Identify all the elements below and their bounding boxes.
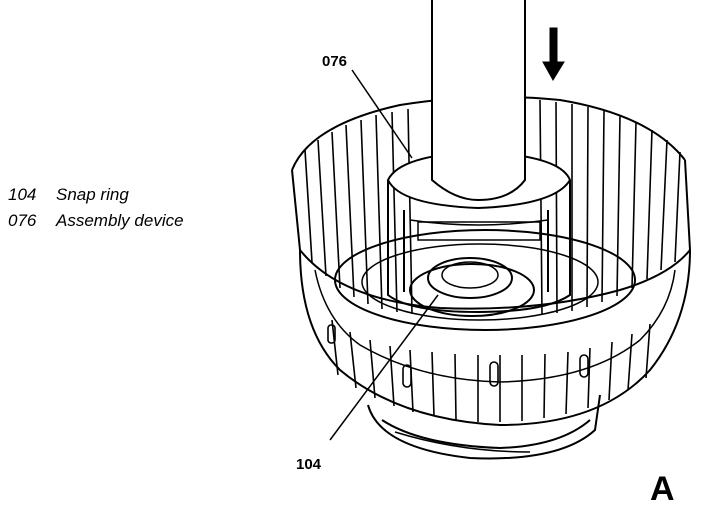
legend-row: 104 Snap ring [8,182,184,208]
view-letter: A [650,470,675,506]
leader-lines [329,69,439,441]
press-rod [431,0,526,202]
legend-number: 104 [8,185,37,204]
legend: 104 Snap ring 076 Assembly device [8,182,184,234]
legend-row: 076 Assembly device [8,208,184,234]
legend-number: 076 [8,211,37,230]
inner-rings [334,229,636,331]
drum-lower-splines [327,319,651,422]
legend-label: Snap ring [56,185,129,204]
drum-base [367,394,601,460]
legend-label: Assembly device [56,211,184,230]
callout-label-snap-ring: 104 [296,456,322,473]
callout-label-assembly-device: 076 [322,53,347,70]
force-arrow [542,27,565,81]
drum-splines [304,99,681,315]
